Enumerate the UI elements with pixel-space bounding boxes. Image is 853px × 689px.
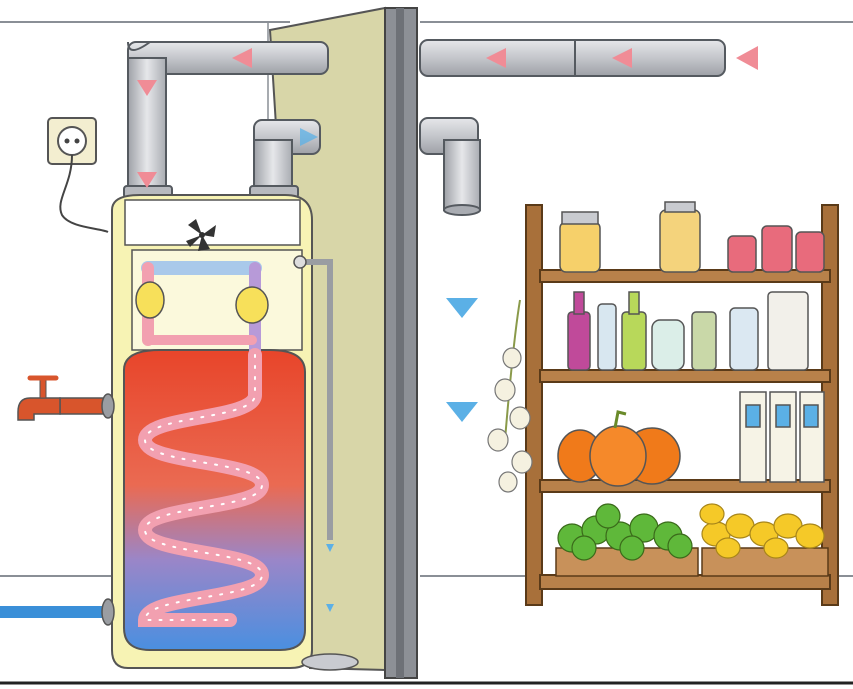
pumpkin-icon [558,412,680,486]
faucet-icon [18,378,114,420]
apples [558,504,692,560]
cold-water-pipe [0,599,114,625]
cartons [740,392,824,482]
exhaust-duct-outlet [420,118,480,215]
intake-duct-through-wall [420,40,725,76]
bottles [568,292,808,370]
wall-socket-icon [48,118,108,232]
jars [560,202,824,272]
